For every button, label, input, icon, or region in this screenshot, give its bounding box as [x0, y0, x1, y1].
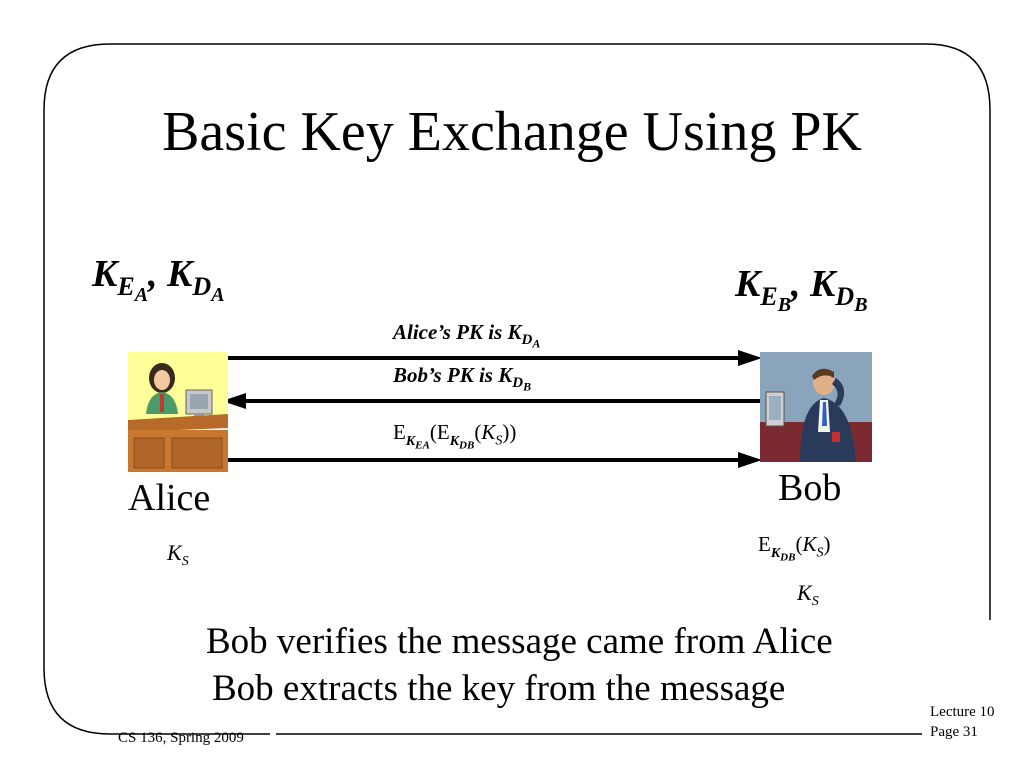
message-encrypted-key: EKEA(EKDB(KS)) — [393, 420, 517, 451]
alice-keys: KEA, KDA — [92, 253, 225, 307]
alice-clipart — [128, 352, 228, 472]
arrow-alice-to-bob-1 — [222, 350, 762, 366]
bob-keys: KEB, KDB — [735, 263, 868, 317]
message-bob-pk: Bob’s PK is KDB — [393, 363, 532, 394]
bob-name: Bob — [778, 467, 842, 509]
arrow-bob-to-alice — [222, 393, 762, 409]
message-alice-pk: Alice’s PK is KDA — [393, 320, 541, 351]
alice-name: Alice — [128, 477, 211, 519]
slide-title: Basic Key Exchange Using PK — [162, 101, 862, 163]
bullet-extract: Bob extracts the key from the message — [212, 668, 786, 709]
alice-session-key: KS — [167, 540, 189, 569]
footer-lecture: Lecture 10 — [930, 704, 995, 720]
footer-page: Page 31 — [930, 724, 978, 740]
bob-decrypt-formula: EKDB(KS) — [758, 532, 831, 563]
footer-course: CS 136, Spring 2009 — [118, 730, 244, 746]
arrow-alice-to-bob-2 — [222, 452, 762, 468]
bob-clipart — [760, 352, 872, 462]
bob-session-key: KS — [797, 580, 819, 609]
bullet-verify: Bob verifies the message came from Alice — [206, 621, 833, 662]
